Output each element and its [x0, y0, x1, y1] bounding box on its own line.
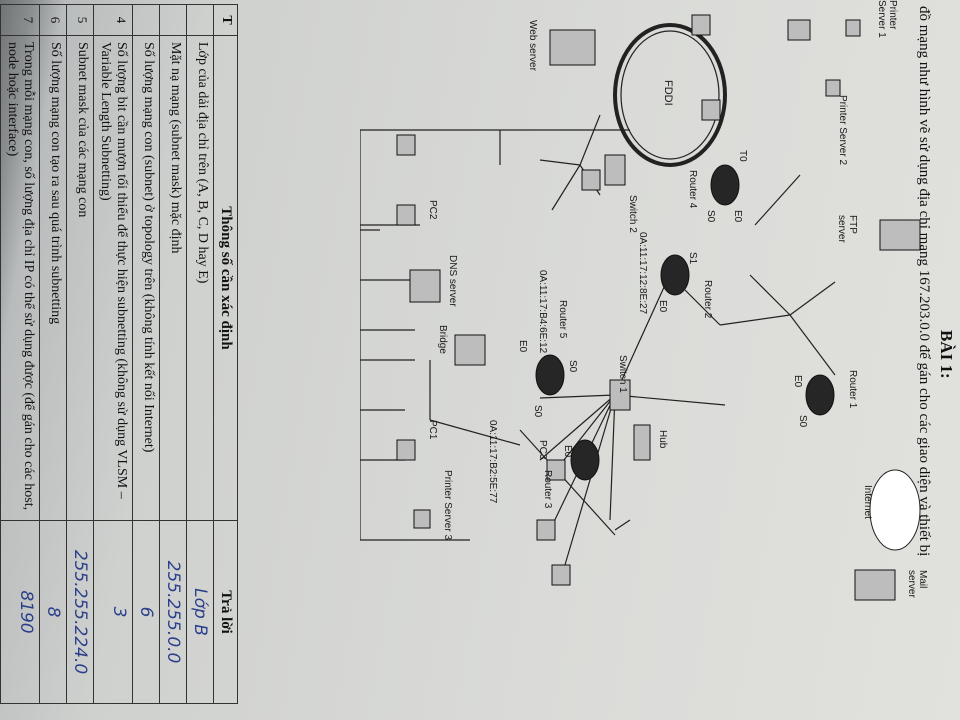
row-answer: 3: [93, 520, 133, 704]
router-3-mac: 0A:11:17:B2:5E:77: [487, 420, 498, 504]
row-parameter: Số lượng mạng con (subnet) ở topology tr…: [132, 35, 160, 521]
router-2-mac: 0A:11:17:12:8E:27: [637, 232, 648, 315]
mail-server-icon: [854, 569, 896, 601]
dns-server-icon: [409, 269, 441, 303]
router-5-mac: 0A:11:17:B4:6E:12: [537, 270, 548, 354]
row-number: [159, 4, 187, 36]
bridge-icon: [454, 334, 486, 366]
computer-icon: [396, 134, 416, 156]
mail-server-label: Mailserver: [906, 570, 928, 598]
computer-icon: [701, 99, 721, 121]
printer-server-2-label: Printer Server 2: [837, 95, 848, 165]
router-1-label: Router 1: [847, 370, 858, 409]
bridge-label: Bridge: [437, 325, 448, 354]
row-answer: 8: [39, 520, 67, 704]
internet-cloud-icon: [869, 469, 921, 551]
network-diagram: FDDI: [360, 0, 928, 601]
printer-server-1-icon: [845, 19, 861, 37]
row-number: 5: [66, 4, 94, 36]
row-number: [186, 4, 214, 36]
dns-server-label: DNS server: [447, 255, 458, 307]
row-number: 6: [39, 4, 67, 36]
computer-icon: [691, 14, 711, 36]
table-row: Số lượng mạng con (subnet) ở topology tr…: [132, 4, 160, 704]
router-3-icon: [570, 439, 600, 481]
table-row: 7 Trong mỗi mạng con, số lượng địa chỉ I…: [0, 4, 40, 704]
pc2-icon: [396, 204, 416, 226]
router-2-icon: [660, 254, 690, 296]
router-1-icon: [805, 374, 835, 416]
printer-server-2-icon: [825, 79, 841, 97]
ftp-server-label: FTPserver: [836, 215, 858, 243]
printer-server-3-label: Printer Server 3: [442, 470, 453, 540]
router-4-s0-label: S0: [705, 210, 716, 223]
router-5-icon: [535, 354, 565, 396]
router-1-s0-label: S0: [797, 415, 808, 428]
switch-1-icon: [609, 379, 631, 411]
row-parameter: Số lượng bit cần mượn tối thiểu để thực …: [93, 35, 133, 521]
switch-2-label: Switch 2: [627, 195, 638, 233]
row-answer: 6: [132, 520, 160, 704]
printer-server-1-label: PrinterServer 1: [876, 0, 898, 38]
pc2-label: PC2: [427, 200, 438, 220]
row-parameter: Số lượng mạng con tạo ra sau quá trình s…: [39, 35, 67, 521]
row-answer: Lớp B: [186, 520, 214, 704]
pc1-label: PC1: [427, 420, 438, 440]
web-server-icon: [549, 29, 596, 66]
switch-1-label: Switch 1: [617, 355, 628, 393]
table-header-row: T Thông số cần xác định Trả lời: [213, 4, 238, 704]
table-row: 6 Số lượng mạng con tạo ra sau quá trình…: [39, 4, 67, 704]
router-2-e0-label: E0: [657, 300, 668, 313]
web-server-label: Web server: [527, 20, 538, 72]
router-2-label: Router 2: [702, 280, 713, 319]
row-number: [132, 4, 160, 36]
hub-label: Hub: [657, 430, 668, 449]
pc3-label: PC3: [537, 440, 548, 460]
row-parameter: Trong mỗi mạng con, số lượng địa chỉ IP …: [0, 35, 40, 521]
fddi-label: FDDI: [662, 80, 674, 106]
pc1-icon: [396, 439, 416, 461]
table-row: 5 Subnet mask của các mạng con 255.255.2…: [66, 4, 94, 704]
table-row: 4 Số lượng bit cần mượn tối thiểu để thự…: [93, 4, 133, 704]
row-parameter: Lớp của dải địa chỉ trên (A, B, C, D hay…: [186, 35, 214, 521]
router-5-s0-label: S0: [567, 360, 578, 373]
table-row: Mặt nạ mạng (subnet mask) mặc định 255.2…: [159, 4, 187, 704]
row-answer: 8190: [0, 520, 40, 704]
row-answer: 255.255.0.0: [159, 520, 187, 704]
router-4-t0-label: T0: [737, 150, 748, 162]
row-parameter: Mặt nạ mạng (subnet mask) mặc định: [159, 35, 187, 521]
row-answer: 255.255.224.0: [66, 520, 94, 704]
ftp-server-icon: [879, 219, 921, 251]
router-2-s1-label: S1: [687, 252, 698, 265]
computer-icon: [551, 564, 571, 586]
table-row: Lớp của dải địa chỉ trên (A, B, C, D hay…: [186, 4, 214, 704]
router-4-icon: [710, 164, 740, 206]
computer-icon: [787, 19, 811, 41]
row-parameter: Subnet mask của các mạng con: [66, 35, 94, 521]
switch-2-icon: [604, 154, 626, 186]
col-param-header: Thông số cần xác định: [213, 35, 238, 521]
row-number: 4: [93, 4, 133, 36]
col-stt-header: T: [213, 4, 238, 36]
computer-icon: [536, 519, 556, 541]
router-3-e0-label: E0: [562, 445, 573, 458]
internet-label: Internet: [862, 485, 873, 519]
router-5-e0-label: E0: [517, 340, 528, 353]
printer-server-3-icon: [413, 509, 431, 529]
pc3-icon: [546, 459, 566, 481]
col-answer-header: Trả lời: [213, 520, 238, 704]
router-4-e0-label: E0: [732, 210, 743, 223]
router-1-e0-label: E0: [792, 375, 803, 388]
router-3-label: Router 3: [542, 470, 553, 509]
router-5-label: Router 5: [557, 300, 568, 339]
computer-icon: [581, 169, 601, 191]
router-4-label: Router 4: [687, 170, 698, 209]
row-number: 7: [0, 4, 40, 36]
hub-icon: [633, 424, 651, 461]
parameters-table: T Thông số cần xác định Trả lời Lớp của …: [0, 4, 238, 704]
router-3-s0-label: S0: [532, 405, 543, 418]
